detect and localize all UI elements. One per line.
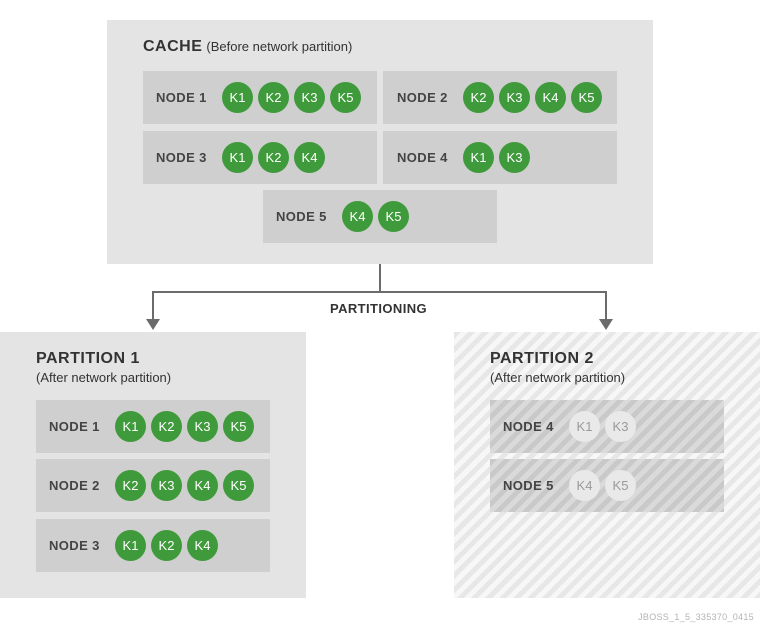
key-badge: K1 xyxy=(115,530,146,561)
key-list: K4 K5 xyxy=(569,470,636,501)
partition-2-node-5: NODE 5 K4 K5 xyxy=(490,459,724,512)
key-badge: K3 xyxy=(499,82,530,113)
node-label: NODE 4 xyxy=(397,150,448,165)
connector-left-drop xyxy=(152,291,154,320)
key-badge: K2 xyxy=(151,530,182,561)
key-list: K1 K2 K4 xyxy=(222,142,325,173)
key-badge: K3 xyxy=(294,82,325,113)
key-badge: K1 xyxy=(463,142,494,173)
key-badge: K5 xyxy=(330,82,361,113)
key-badge-inactive: K1 xyxy=(569,411,600,442)
key-list: K2 K3 K4 K5 xyxy=(115,470,254,501)
node-label: NODE 5 xyxy=(503,478,554,493)
cache-subtitle: (Before network partition) xyxy=(206,39,353,54)
node-label: NODE 2 xyxy=(49,478,100,493)
partition-1-node-3: NODE 3 K1 K2 K4 xyxy=(36,519,270,572)
key-badge: K3 xyxy=(187,411,218,442)
key-badge: K1 xyxy=(222,82,253,113)
partition-2-title: PARTITION 2 xyxy=(490,350,594,367)
key-badge: K2 xyxy=(151,411,182,442)
partition-2-subtitle: (After network partition) xyxy=(490,370,626,385)
key-badge-inactive: K5 xyxy=(605,470,636,501)
cache-node-1: NODE 1 K1 K2 K3 K5 xyxy=(143,71,377,124)
key-badge: K5 xyxy=(223,411,254,442)
key-badge: K4 xyxy=(535,82,566,113)
node-label: NODE 1 xyxy=(156,90,207,105)
key-badge: K4 xyxy=(294,142,325,173)
cache-node-5: NODE 5 K4 K5 xyxy=(263,190,497,243)
key-badge: K4 xyxy=(187,470,218,501)
key-badge: K2 xyxy=(258,142,289,173)
node-label: NODE 3 xyxy=(49,538,100,553)
node-label: NODE 3 xyxy=(156,150,207,165)
key-badge: K2 xyxy=(258,82,289,113)
partitioning-label: PARTITIONING xyxy=(330,301,427,316)
key-badge: K2 xyxy=(115,470,146,501)
partition-1-title: PARTITION 1 xyxy=(36,350,140,367)
partition-1-subtitle: (After network partition) xyxy=(36,370,172,385)
key-badge: K5 xyxy=(378,201,409,232)
key-badge: K2 xyxy=(463,82,494,113)
connector-right-drop xyxy=(605,291,607,320)
key-badge: K1 xyxy=(222,142,253,173)
key-badge-inactive: K3 xyxy=(605,411,636,442)
key-badge: K5 xyxy=(571,82,602,113)
key-list: K1 K2 K3 K5 xyxy=(115,411,254,442)
partition-1-node-2: NODE 2 K2 K3 K4 K5 xyxy=(36,459,270,512)
key-list: K2 K3 K4 K5 xyxy=(463,82,602,113)
key-list: K1 K3 xyxy=(463,142,530,173)
key-badge: K3 xyxy=(151,470,182,501)
key-badge-inactive: K4 xyxy=(569,470,600,501)
cache-node-2: NODE 2 K2 K3 K4 K5 xyxy=(383,71,617,124)
cache-title-text: CACHE xyxy=(143,38,203,55)
connector-stem xyxy=(379,264,381,292)
key-badge: K5 xyxy=(223,470,254,501)
cache-node-3: NODE 3 K1 K2 K4 xyxy=(143,131,377,184)
key-list: K1 K2 K3 K5 xyxy=(222,82,361,113)
cache-node-4: NODE 4 K1 K3 xyxy=(383,131,617,184)
node-label: NODE 4 xyxy=(503,419,554,434)
connector-bar xyxy=(152,291,607,293)
node-label: NODE 1 xyxy=(49,419,100,434)
figure-id: JBOSS_1_5_335370_0415 xyxy=(638,612,754,622)
key-list: K4 K5 xyxy=(342,201,409,232)
partition-2-node-4: NODE 4 K1 K3 xyxy=(490,400,724,453)
key-badge: K4 xyxy=(187,530,218,561)
key-badge: K4 xyxy=(342,201,373,232)
partition-1-node-1: NODE 1 K1 K2 K3 K5 xyxy=(36,400,270,453)
node-label: NODE 5 xyxy=(276,209,327,224)
key-badge: K3 xyxy=(499,142,530,173)
key-list: K1 K3 xyxy=(569,411,636,442)
key-badge: K1 xyxy=(115,411,146,442)
arrow-down-icon xyxy=(599,319,613,330)
key-list: K1 K2 K4 xyxy=(115,530,218,561)
arrow-down-icon xyxy=(146,319,160,330)
node-label: NODE 2 xyxy=(397,90,448,105)
cache-title: CACHE(Before network partition) xyxy=(143,38,352,56)
